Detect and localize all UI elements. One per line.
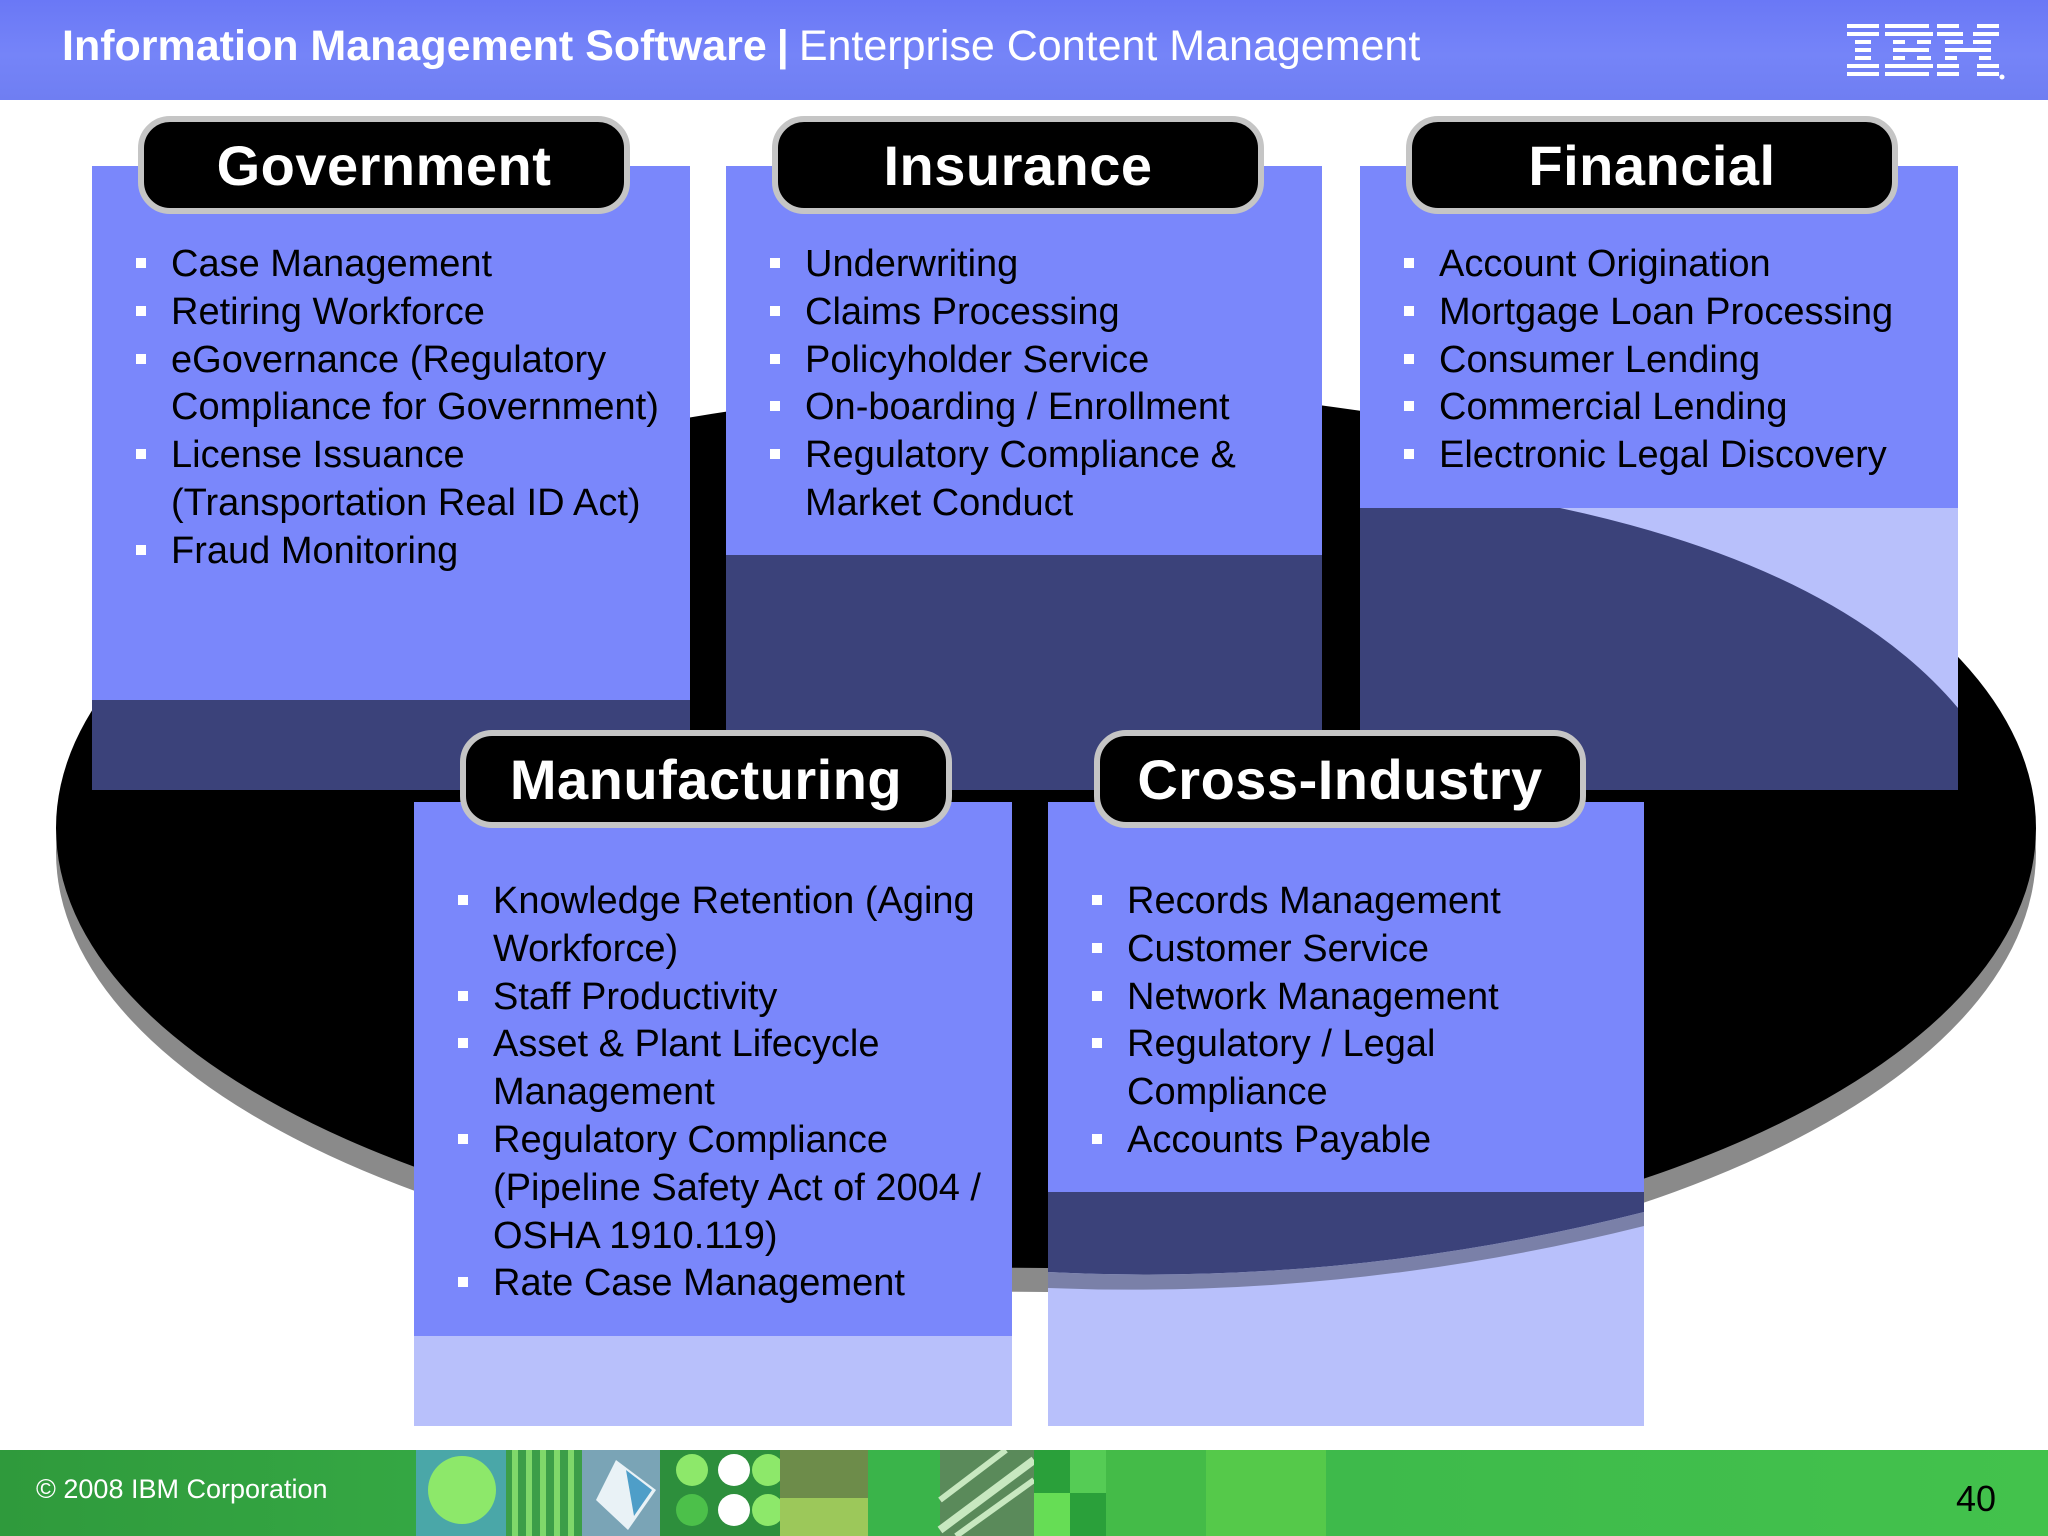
financial-panel-light-corner bbox=[1560, 508, 1958, 708]
cross-industry-list: Records Management Customer Service Netw… bbox=[1092, 878, 1632, 1165]
ibm-logo-icon bbox=[1847, 24, 2005, 80]
list-item: Regulatory / Legal Compliance bbox=[1092, 1021, 1632, 1117]
government-title: Government bbox=[216, 133, 552, 197]
header-title-regular: Enterprise Content Management bbox=[798, 22, 1421, 70]
list-item: Accounts Payable bbox=[1092, 1117, 1632, 1165]
manufacturing-panel-shadow bbox=[414, 1336, 1012, 1426]
list-item: Claims Processing bbox=[770, 289, 1310, 337]
list-item: Commercial Lending bbox=[1404, 384, 1944, 432]
list-item: Account Origination bbox=[1404, 241, 1944, 289]
financial-panel bbox=[1360, 166, 1958, 508]
government-title-pill: Government bbox=[138, 116, 630, 214]
header-title-bold: Information Management Software bbox=[62, 22, 767, 70]
list-item: Knowledge Retention (Aging Workforce) bbox=[458, 878, 998, 974]
header-bar: Information Management Software|Enterpri… bbox=[0, 0, 2048, 100]
list-item: Retiring Workforce bbox=[136, 289, 676, 337]
manufacturing-title-pill: Manufacturing bbox=[460, 730, 952, 828]
government-list: Case Management Retiring Workforce eGove… bbox=[136, 241, 676, 576]
financial-list: Account Origination Mortgage Loan Proces… bbox=[1404, 241, 1944, 480]
cross-industry-title-pill: Cross-Industry bbox=[1094, 730, 1586, 828]
manufacturing-list: Knowledge Retention (Aging Workforce) St… bbox=[458, 878, 998, 1308]
cross-industry-panel bbox=[1048, 802, 1644, 1192]
cross-industry-title: Cross-Industry bbox=[1137, 747, 1543, 811]
list-item: Rate Case Management bbox=[458, 1260, 998, 1308]
footer-image-strip bbox=[416, 1450, 1326, 1536]
manufacturing-title: Manufacturing bbox=[509, 747, 903, 811]
list-item: Consumer Lending bbox=[1404, 337, 1944, 385]
financial-title: Financial bbox=[1528, 133, 1776, 197]
copyright-text: © 2008 IBM Corporation bbox=[36, 1474, 328, 1504]
footer-bar: © 2008 IBM Corporation 40 bbox=[0, 1450, 2048, 1536]
list-item: Mortgage Loan Processing bbox=[1404, 289, 1944, 337]
list-item: Underwriting bbox=[770, 241, 1310, 289]
list-item: Customer Service bbox=[1092, 926, 1632, 974]
insurance-panel bbox=[726, 166, 1322, 555]
header-title: Information Management Software|Enterpri… bbox=[62, 22, 1420, 71]
list-item: Regulatory Compliance (Pipeline Safety A… bbox=[458, 1117, 998, 1260]
list-item: Network Management bbox=[1092, 974, 1632, 1022]
list-item: eGovernance (Regulatory Compliance for G… bbox=[136, 337, 676, 433]
insurance-title: Insurance bbox=[883, 133, 1153, 197]
government-panel bbox=[92, 166, 690, 700]
list-item: License Issuance (Transportation Real ID… bbox=[136, 432, 676, 528]
list-item: Asset & Plant Lifecycle Management bbox=[458, 1021, 998, 1117]
list-item: Electronic Legal Discovery bbox=[1404, 432, 1944, 480]
insurance-title-pill: Insurance bbox=[772, 116, 1264, 214]
header-separator: | bbox=[776, 22, 789, 70]
list-item: Case Management bbox=[136, 241, 676, 289]
list-item: Regulatory Compliance & Market Conduct bbox=[770, 432, 1310, 528]
list-item: Staff Productivity bbox=[458, 974, 998, 1022]
insurance-list: Underwriting Claims Processing Policyhol… bbox=[770, 241, 1310, 528]
list-item: Records Management bbox=[1092, 878, 1632, 926]
manufacturing-panel bbox=[414, 802, 1012, 1336]
financial-title-pill: Financial bbox=[1406, 116, 1898, 214]
list-item: On-boarding / Enrollment bbox=[770, 384, 1310, 432]
page-number: 40 bbox=[1955, 1478, 1996, 1519]
list-item: Fraud Monitoring bbox=[136, 528, 676, 576]
cross-industry-panel-shadow-dark bbox=[1048, 1192, 1644, 1290]
list-item: Policyholder Service bbox=[770, 337, 1310, 385]
